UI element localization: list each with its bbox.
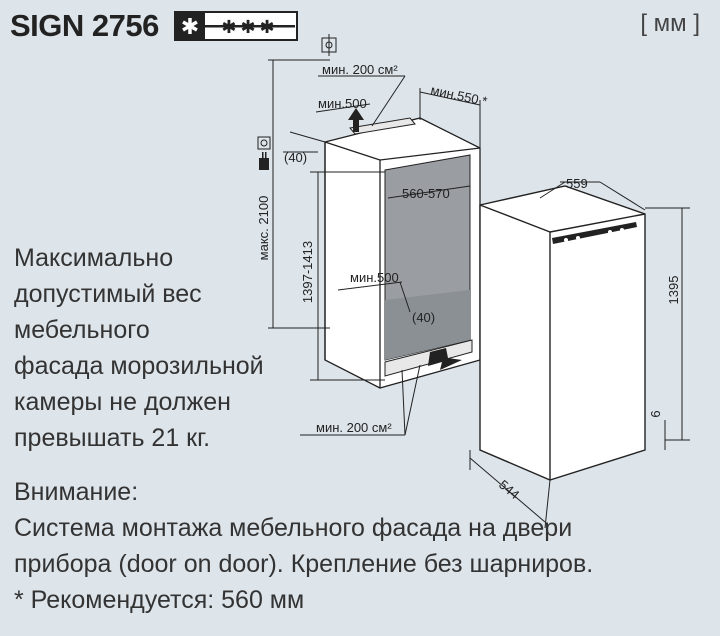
unit-label: [ мм ]	[640, 10, 700, 37]
mounting-note-line: Система монтажа мебельного фасада на две…	[14, 514, 573, 542]
niche-depth-mid-label: мин.500	[350, 270, 399, 285]
weight-note: Максимально допустимый вес мебельного фа…	[14, 240, 304, 456]
note-line: камеры не должен	[14, 388, 231, 416]
appliance-width-label: 559	[566, 176, 588, 191]
mounting-note-line: * Рекомендуется: 560 мм	[14, 586, 305, 614]
mounting-note-line: прибора (door on door). Крепление без ша…	[14, 550, 594, 578]
bottom-vent-label: мин. 200 см²	[316, 420, 392, 435]
note-line: фасада морозильной	[14, 352, 264, 380]
bottom-airflow-arrow	[428, 348, 462, 370]
note-line: допустимый вес	[14, 280, 202, 308]
niche-max-height-label: макс. 2100	[256, 196, 271, 261]
top-airflow-arrow	[348, 108, 364, 132]
svg-text:✱: ✱	[181, 15, 199, 40]
side-depth-label: мин.550 *	[429, 82, 488, 109]
top-vent-label: мин. 200 см²	[322, 62, 398, 77]
mounting-note-line: Внимание:	[14, 478, 139, 506]
bottom-vent-grille	[384, 339, 473, 377]
niche-width-label: 560-570	[402, 186, 450, 201]
power-plug-icon	[259, 152, 269, 170]
niche-height-range-label: 1397-1413	[300, 241, 315, 303]
top-clearance-label: (40)	[284, 150, 307, 165]
plinth-height-label: 6	[648, 410, 663, 417]
svg-text:✱✱✱: ✱✱✱	[221, 17, 278, 38]
model-title: SIGN 2756	[10, 8, 159, 43]
note-line: мебельного	[14, 316, 150, 344]
appliance	[479, 185, 646, 481]
note-line: превышать 21 кг.	[14, 424, 211, 452]
mid-clearance-label: (40)	[412, 310, 435, 325]
antenna-socket-icon	[321, 34, 337, 56]
control-panel	[552, 222, 637, 244]
power-socket-icon	[257, 136, 271, 150]
mounting-note: Внимание: Система монтажа мебельного фас…	[14, 474, 714, 618]
appliance-height-label: 1395	[666, 276, 681, 305]
freezer-star-rating-badge: ✱ ✱✱✱	[174, 11, 298, 41]
note-line: Максимально	[14, 244, 174, 272]
niche-depth-top-label: мин.500	[318, 96, 367, 111]
